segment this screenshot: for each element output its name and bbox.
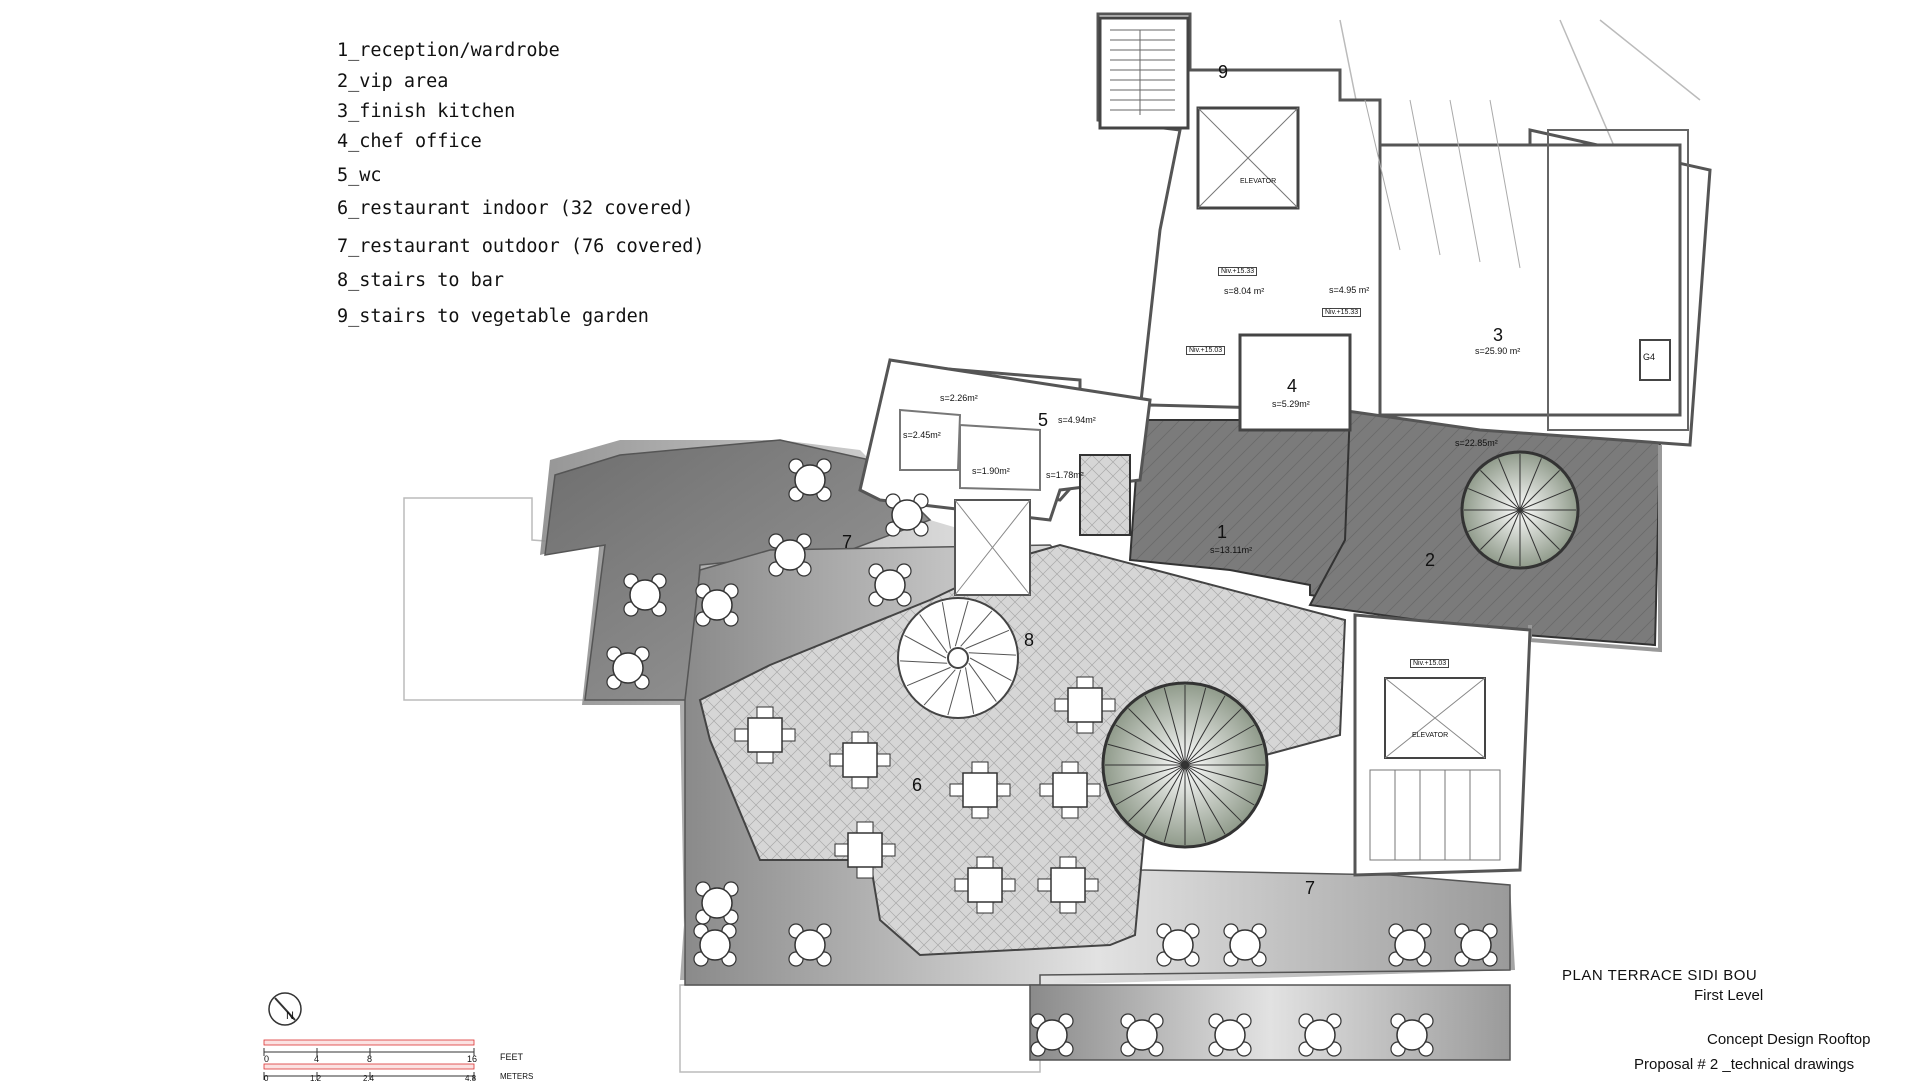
wc-area-b: s=2.45m² bbox=[903, 430, 941, 440]
round-table bbox=[1030, 1013, 1074, 1057]
level-tag: Niv.+15.33 bbox=[1218, 267, 1258, 276]
level-tag: Niv.+15.03 bbox=[1186, 346, 1226, 355]
stairs-garden bbox=[1098, 16, 1190, 130]
elevator-label: ELEVATOR bbox=[1240, 178, 1277, 185]
room-label-6: 6 bbox=[912, 775, 923, 795]
square-table bbox=[834, 821, 896, 879]
deck-strip-south bbox=[1029, 984, 1511, 1061]
indoor-tables bbox=[734, 676, 1116, 914]
round-table bbox=[695, 881, 739, 925]
square-table bbox=[954, 856, 1016, 914]
round-table bbox=[623, 573, 667, 617]
square-table bbox=[1037, 856, 1099, 914]
legend-item: 1_reception/wardrobe bbox=[337, 40, 560, 61]
level-tag: Niv.+15.33 bbox=[1322, 308, 1362, 317]
room-label-7a: 7 bbox=[842, 532, 853, 552]
room-area-1: s=13.11m² bbox=[1210, 545, 1253, 555]
scale-meter-unit: METERS bbox=[500, 1072, 534, 1081]
title-proposal: Proposal # 2 _technical drawings bbox=[1634, 1056, 1855, 1073]
room-area-4: s=5.29m² bbox=[1272, 399, 1310, 409]
square-table bbox=[949, 761, 1011, 819]
round-table bbox=[606, 646, 650, 690]
elevator-label: ELEVATOR bbox=[1412, 732, 1449, 739]
round-table bbox=[693, 923, 737, 967]
scale-feet-tick: 8 bbox=[367, 1054, 373, 1064]
wc-block bbox=[858, 358, 1152, 522]
scale-meter-tick: 4.8 bbox=[465, 1074, 477, 1083]
legend-item: 4_chef office bbox=[337, 131, 482, 152]
wc-area-d: s=1.78m² bbox=[1046, 470, 1084, 480]
outdoor-tables bbox=[606, 458, 1498, 1057]
square-table bbox=[829, 731, 891, 789]
room-label-2: 2 bbox=[1425, 550, 1436, 570]
room-area-2: s=22.85m² bbox=[1455, 438, 1498, 448]
round-table bbox=[1454, 923, 1498, 967]
title-plan: PLAN TERRACE SIDI BOU bbox=[1562, 967, 1758, 984]
wc-area-c: s=1.90m² bbox=[972, 466, 1010, 476]
round-table bbox=[1223, 923, 1267, 967]
kitchen-room bbox=[1378, 143, 1682, 417]
legend-item: 6_restaurant indoor (32 covered) bbox=[337, 198, 694, 219]
round-table bbox=[1298, 1013, 1342, 1057]
title-concept: Concept Design Rooftop bbox=[1707, 1031, 1871, 1048]
legend-item: 8_stairs to bar bbox=[337, 270, 505, 291]
chef-office bbox=[1238, 333, 1352, 432]
scale-meter-tick: 0 bbox=[264, 1074, 269, 1083]
kitchen-slabs bbox=[1364, 99, 1521, 269]
room-label-9: 9 bbox=[1218, 62, 1229, 82]
north-arrow bbox=[268, 992, 302, 1026]
square-table bbox=[734, 706, 796, 764]
round-table bbox=[1120, 1013, 1164, 1057]
room-label-3: 3 bbox=[1493, 325, 1504, 345]
round-table bbox=[1156, 923, 1200, 967]
scale-feet-tick: 16 bbox=[467, 1054, 478, 1064]
room-label-1: 1 bbox=[1217, 522, 1228, 542]
room-label-5: 5 bbox=[1038, 410, 1049, 430]
round-table bbox=[768, 533, 812, 577]
room-area-5: s=4.94m² bbox=[1058, 415, 1096, 425]
legend-item: 2_vip area bbox=[337, 71, 449, 92]
round-table bbox=[885, 493, 929, 537]
round-table bbox=[1390, 1013, 1434, 1057]
hall-area-b: s=4.95 m² bbox=[1329, 285, 1370, 295]
room-label-7b: 7 bbox=[1305, 878, 1316, 898]
level-tag: Niv.+15.03 bbox=[1410, 659, 1450, 668]
g4-label: G4 bbox=[1643, 352, 1656, 362]
scale-feet-tick: 0 bbox=[264, 1054, 270, 1064]
scale-meter-tick: 2.4 bbox=[363, 1074, 375, 1083]
scale-bar bbox=[263, 1039, 475, 1080]
legend-item: 3_finish kitchen bbox=[337, 101, 516, 122]
wc-area-a: s=2.26m² bbox=[940, 393, 978, 403]
hall-area-a: s=8.04 m² bbox=[1224, 286, 1265, 296]
scale-meter-tick: 1.2 bbox=[310, 1074, 322, 1083]
round-table bbox=[788, 923, 832, 967]
title-level: First Level bbox=[1694, 987, 1764, 1004]
round-table bbox=[1388, 923, 1432, 967]
room-label-8: 8 bbox=[1024, 630, 1035, 650]
square-table bbox=[1039, 761, 1101, 819]
legend-item: 7_restaurant outdoor (76 covered) bbox=[337, 236, 705, 257]
legend-item: 9_stairs to vegetable garden bbox=[337, 306, 649, 327]
scale-feet-unit: FEET bbox=[500, 1052, 524, 1062]
dome-vip bbox=[1460, 450, 1580, 570]
spiral-stair-bar bbox=[897, 597, 1019, 719]
round-table bbox=[788, 458, 832, 502]
room-area-3: s=25.90 m² bbox=[1475, 346, 1521, 356]
dome-restaurant bbox=[1101, 681, 1269, 849]
round-table bbox=[1208, 1013, 1252, 1057]
square-table bbox=[1054, 676, 1116, 734]
room-label-4: 4 bbox=[1287, 376, 1298, 396]
scale-feet-tick: 4 bbox=[314, 1054, 320, 1064]
round-table bbox=[868, 563, 912, 607]
round-table bbox=[695, 583, 739, 627]
legend-item: 5_wc bbox=[337, 165, 382, 186]
north-label: N bbox=[286, 1010, 294, 1022]
